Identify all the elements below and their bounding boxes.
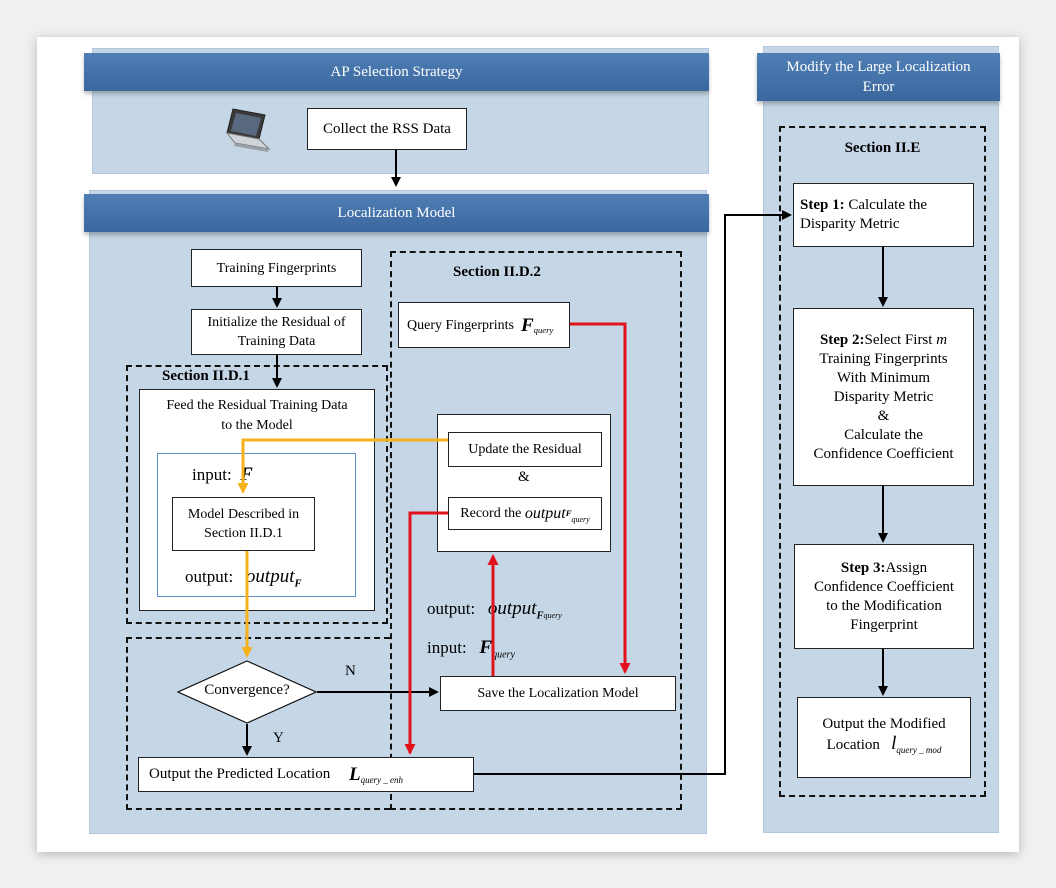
ap-selection-title: AP Selection Strategy bbox=[84, 53, 709, 91]
input-query-label: input: Fquery bbox=[427, 637, 515, 661]
section-d2-label: Section II.D.2 bbox=[453, 264, 541, 280]
arrow-predicted-to-step1 bbox=[474, 210, 792, 775]
output-label: output: outputF bbox=[185, 566, 302, 590]
no-label: N bbox=[345, 663, 356, 679]
convergence-diamond bbox=[176, 660, 318, 724]
section-d1-label: Section II.D.1 bbox=[162, 368, 250, 384]
laptop-icon bbox=[215, 105, 275, 157]
step3-box: Step 3:Assign Confidence Coefficient to … bbox=[794, 544, 974, 649]
update-residual-box: Update the Residual bbox=[448, 432, 602, 467]
section-e-frame bbox=[779, 126, 986, 797]
yes-label: Y bbox=[273, 730, 284, 746]
modify-error-title: Modify the Large Localization Error bbox=[757, 53, 1000, 101]
convergence-label: Convergence? bbox=[204, 682, 290, 698]
save-model-box: Save the Localization Model bbox=[440, 676, 676, 711]
model-line-2: Section II.D.1 bbox=[204, 526, 283, 541]
section-d2-frame bbox=[390, 251, 682, 810]
feed-residual-text: Feed the Residual Training Data to the M… bbox=[139, 396, 375, 436]
output-modified-box: Output the Modified Location lquery _ mo… bbox=[797, 697, 971, 778]
output-query-label: output: outputFquery bbox=[427, 598, 562, 622]
collect-rss-box: Collect the RSS Data bbox=[307, 108, 467, 150]
ampersand-text: & bbox=[518, 469, 530, 485]
section-e-label: Section II.E bbox=[844, 140, 921, 156]
step2-box: Step 2:Select First m Training Fingerpri… bbox=[793, 308, 974, 486]
model-described-box: Model Described in Section II.D.1 bbox=[172, 497, 315, 551]
model-line-1: Model Described in bbox=[187, 507, 300, 522]
training-fingerprints-box: Training Fingerprints bbox=[191, 249, 362, 287]
step1-box: Step 1: Calculate the Disparity Metric bbox=[793, 183, 974, 247]
feed-line-2: to the Model bbox=[221, 418, 293, 433]
section-d1-frame bbox=[126, 365, 388, 624]
feed-line-1: Feed the Residual Training Data bbox=[166, 398, 348, 413]
initialize-line-2: Training Data bbox=[237, 334, 316, 349]
lower-section-frame bbox=[126, 637, 390, 810]
arrow-query-to-save bbox=[570, 322, 631, 674]
initialize-line-1: Initialize the Residual of bbox=[207, 315, 346, 330]
initialize-residual-box: Initialize the Residual of Training Data bbox=[191, 309, 362, 355]
localization-model-title: Localization Model bbox=[84, 194, 709, 232]
arrow-update-to-input bbox=[237, 438, 448, 494]
arrow-record-to-predicted bbox=[404, 511, 448, 755]
